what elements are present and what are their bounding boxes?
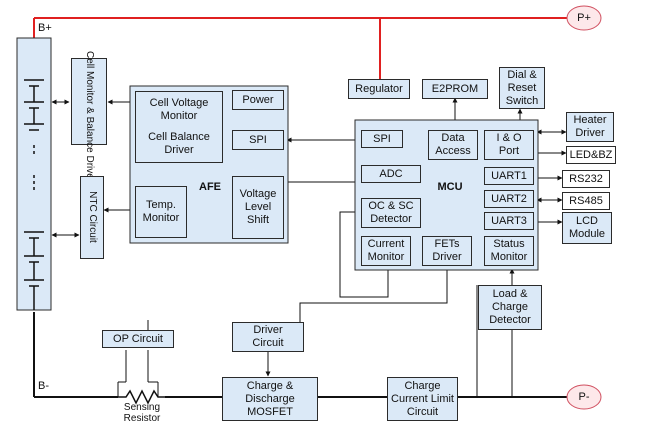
regulator-block: Regulator <box>348 79 410 99</box>
cell-monitor-balance-driver-block <box>71 58 107 145</box>
ntc-circuit-block <box>80 176 104 259</box>
mcu-status-monitor-block: Status Monitor <box>484 236 534 266</box>
p-minus-label: P- <box>578 390 590 403</box>
load-charge-detector-block: Load & Charge Detector <box>478 285 542 330</box>
sensing-resistor-line1: Sensing <box>123 402 161 413</box>
charge-limit-line1: Charge <box>404 379 441 392</box>
dial-reset-line3: Switch <box>505 94 539 107</box>
charge-current-limit-block: Charge Current Limit Circuit <box>387 377 458 421</box>
mosfet-line1: Charge & <box>246 379 294 392</box>
b-plus-label: B+ <box>38 22 52 34</box>
e2prom-block: E2PROM <box>422 79 488 99</box>
sensing-resistor-line2: Resistor <box>123 413 161 424</box>
voltage-level-shift-line3: Shift <box>246 214 269 226</box>
afe-spi-block: SPI <box>232 130 284 150</box>
ocsc-line2: Detector <box>370 213 412 225</box>
sensing-resistor-label: Sensing Resistor <box>110 402 174 424</box>
op-circuit-block: OP Circuit <box>102 330 174 348</box>
io-port-line1: I & O <box>496 132 522 144</box>
charge-limit-line2: Current Limit <box>391 392 454 405</box>
mcu-current-monitor-block: Current Monitor <box>361 236 411 266</box>
heater-driver-line1: Heater <box>573 114 607 126</box>
sensing-resistor-symbol <box>118 389 165 405</box>
mcu-fets-driver-block: FETs Driver <box>422 236 472 266</box>
ocsc-line1: OC & SC <box>368 200 414 212</box>
charge-discharge-mosfet-block: Charge & Discharge MOSFET <box>222 377 318 421</box>
lcd-module-block: LCD Module <box>562 212 612 244</box>
driver-circuit-block: Driver Circuit <box>232 322 304 352</box>
temp-monitor-line2: Monitor <box>142 212 180 224</box>
heater-driver-line2: Driver <box>575 127 605 139</box>
cell-balance-driver-line1: Cell Balance <box>148 131 210 143</box>
cell-balance-driver-line2: Driver <box>164 144 194 156</box>
mosfet-line3: MOSFET <box>247 405 293 418</box>
p-minus-terminal <box>566 384 602 410</box>
io-port-line2: Port <box>498 145 520 157</box>
temp-monitor-line1: Temp. <box>146 199 176 211</box>
data-access-line2: Access <box>435 145 471 157</box>
status-monitor-line2: Monitor <box>490 251 528 263</box>
dial-reset-switch-block: Dial & Reset Switch <box>499 67 545 109</box>
charge-limit-line3: Circuit <box>406 405 439 418</box>
ntc-circuit-label: NTC Circuit <box>87 191 98 243</box>
battery-cells <box>24 79 44 310</box>
load-charge-line1: Load & <box>492 288 528 300</box>
mcu-adc-block: ADC <box>361 165 421 183</box>
p-plus-label: P+ <box>577 11 591 24</box>
main-lines <box>33 312 568 398</box>
afe-title: AFE <box>199 180 221 193</box>
cell-voltage-monitor-line1: Cell Voltage <box>149 97 209 109</box>
mcu-ocsc-detector-block: OC & SC Detector <box>361 198 421 228</box>
mcu-uart3-block: UART3 <box>484 212 534 230</box>
data-access-line1: Data <box>441 132 465 144</box>
dial-reset-line2: Reset <box>507 81 537 94</box>
p-plus-terminal <box>566 5 602 31</box>
lcd-module-line2: Module <box>568 228 606 240</box>
afe-temp-monitor-block: Temp. Monitor <box>135 186 187 238</box>
driver-circuit-line2: Circuit <box>252 337 284 349</box>
mcu-spi-block: SPI <box>361 130 403 148</box>
b-minus-label: B- <box>38 380 49 392</box>
load-charge-line3: Detector <box>489 314 531 326</box>
rs232-block: RS232 <box>562 170 610 188</box>
afe-cell-monitor-group: Cell Voltage Monitor Cell Balance Driver <box>135 91 223 163</box>
load-charge-line2: Charge <box>491 301 529 313</box>
led-bz-block: LED&BZ <box>566 146 616 164</box>
mcu-uart1-block: UART1 <box>484 167 534 185</box>
mosfet-line2: Discharge <box>245 392 295 405</box>
mcu-title: MCU <box>437 180 463 193</box>
voltage-level-shift-line1: Voltage <box>239 188 277 200</box>
lcd-module-line1: LCD <box>575 215 598 227</box>
voltage-level-shift-line2: Level <box>244 201 272 213</box>
fets-driver-line1: FETs <box>434 238 460 250</box>
rs485-block: RS485 <box>562 192 610 210</box>
current-monitor-line2: Monitor <box>367 251 405 263</box>
cell-monitor-label: Cell Monitor & Balance Driver <box>84 51 95 183</box>
afe-voltage-level-shift-block: Voltage Level Shift <box>232 176 284 239</box>
afe-power-block: Power <box>232 90 284 110</box>
power-lines <box>33 17 567 80</box>
status-monitor-line1: Status <box>493 238 525 250</box>
mcu-io-port-block: I & O Port <box>484 130 534 160</box>
driver-circuit-line1: Driver <box>253 324 283 336</box>
mcu-uart2-block: UART2 <box>484 190 534 208</box>
fets-driver-line2: Driver <box>432 251 462 263</box>
current-monitor-line1: Current <box>367 238 405 250</box>
mcu-data-access-block: Data Access <box>428 130 478 160</box>
dial-reset-line1: Dial & <box>507 68 537 81</box>
heater-driver-block: Heater Driver <box>566 112 614 142</box>
cell-voltage-monitor-line2: Monitor <box>160 110 198 122</box>
